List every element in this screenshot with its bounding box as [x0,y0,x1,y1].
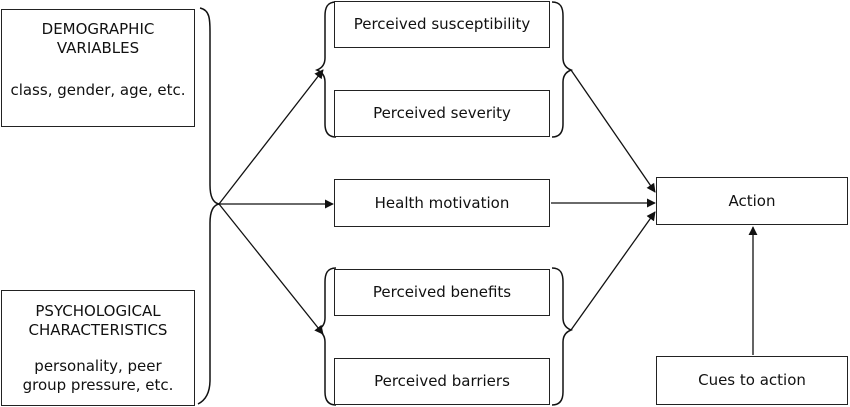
perceived-susceptibility-box: Perceived susceptibility [334,1,550,48]
perceived-barriers-box: Perceived barriers [334,358,550,405]
action-label: Action [728,191,776,210]
health-motivation-box: Health motivation [334,179,550,227]
psychological-detail-line1: personality, peer [34,357,162,375]
perceived-susceptibility-label: Perceived susceptibility [353,15,531,33]
benefit-group-brace-right [551,267,574,406]
cues-to-action-box: Cues to action [656,356,848,405]
health-motivation-label: Health motivation [374,193,510,212]
demographic-title-line1: DEMOGRAPHIC [41,20,155,38]
action-box: Action [656,177,848,225]
perceived-barriers-label: Perceived barriers [374,372,510,390]
arrow-benefits-to-action [570,211,656,331]
demographic-detail: class, gender, age, etc. [10,81,186,99]
psychological-title-line2: CHARACTERISTICS [28,321,168,339]
psychological-title-line1: PSYCHOLOGICAL [35,302,161,320]
perceived-severity-label: Perceived severity [373,104,511,122]
input-group-brace [197,7,220,405]
cues-to-action-label: Cues to action [698,371,806,389]
arrow-threat-to-action [570,69,656,193]
perceived-benefits-label: Perceived benefits [372,283,512,301]
psychological-detail-line2: group pressure, etc. [22,376,174,394]
demographic-title-line2: VARIABLES [56,39,140,57]
perceived-benefits-box: Perceived benefits [334,269,550,316]
threat-group-brace-right [551,1,574,138]
psychological-characteristics-box: PSYCHOLOGICAL CHARACTERISTICS personalit… [1,290,195,406]
perceived-severity-box: Perceived severity [334,90,550,137]
arrow-to-threat-group [218,69,324,205]
demographic-variables-box: DEMOGRAPHIC VARIABLES class, gender, age… [1,9,195,127]
arrow-to-benefit-group [218,203,324,335]
